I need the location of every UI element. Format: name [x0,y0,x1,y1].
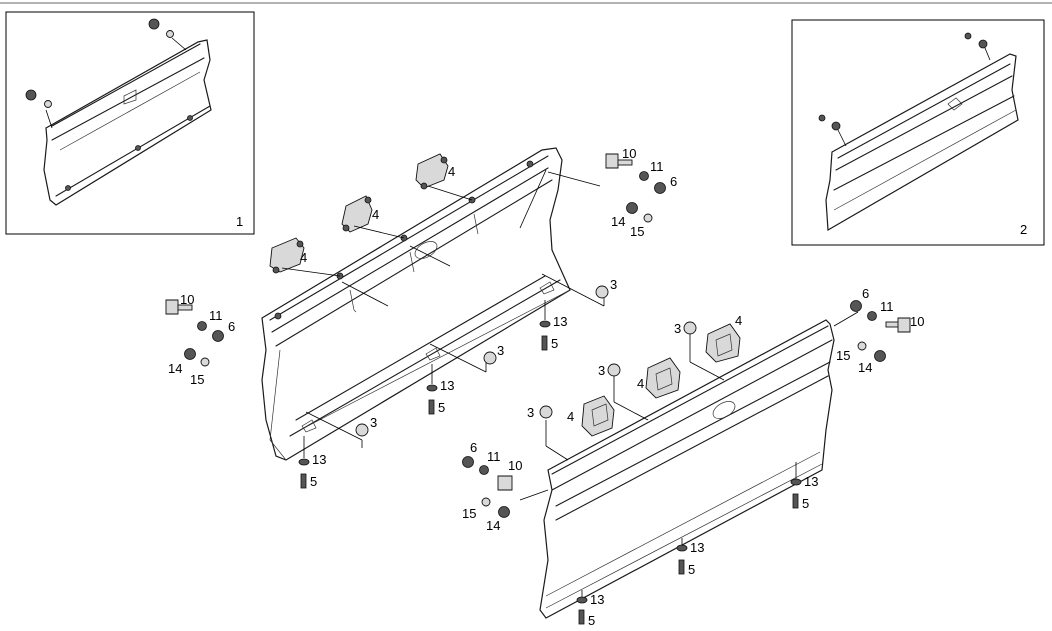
callout-4: 4 [735,313,742,328]
right-panel-front [519,311,859,619]
callout-3: 3 [598,363,605,378]
callout-6: 6 [470,440,477,455]
callout-15: 15 [836,348,850,363]
callout-6: 6 [228,319,235,334]
callout-4: 4 [300,250,307,265]
callout-10: 10 [622,146,636,161]
callout-14: 14 [611,214,625,229]
callout-6: 6 [862,286,869,301]
callout-13: 13 [590,592,604,607]
callout-6: 6 [670,174,677,189]
callout-10: 10 [910,314,924,329]
callout-15: 15 [190,372,204,387]
callout-5: 5 [588,613,595,628]
callout-3: 3 [370,415,377,430]
right-hardware [462,300,911,625]
callout-14: 14 [486,518,500,533]
left-hardware [165,153,666,489]
callout-10: 10 [508,458,522,473]
callout-4: 4 [372,207,379,222]
callout-14: 14 [858,360,872,375]
callout-5: 5 [551,336,558,351]
callout-13: 13 [553,314,567,329]
callout-13: 13 [440,378,454,393]
callout-13: 13 [312,452,326,467]
callout-3-hidden: 3 [524,408,531,423]
callout-11: 11 [487,449,501,464]
callout-11: 11 [880,299,894,314]
callout-13: 13 [690,540,704,555]
callout-labels: 3 3 3 3 3 3 3 4 4 4 4 4 4 5 5 5 5 5 5 6 … [168,146,924,628]
callout-15: 15 [462,506,476,521]
callout-15: 15 [630,224,644,239]
callout-11: 11 [209,308,223,323]
inset-2-label: 2 [1020,222,1027,237]
callout-14: 14 [168,361,182,376]
callout-5: 5 [688,562,695,577]
callout-10: 10 [180,292,194,307]
callout-3: 3 [674,321,681,336]
callout-5: 5 [310,474,317,489]
left-panel-rear [261,147,605,461]
left-brackets [269,153,473,277]
right-brackets [581,323,741,437]
callout-13: 13 [804,474,818,489]
callout-3: 3 [497,343,504,358]
callout-3: 3 [610,277,617,292]
callout-5: 5 [802,496,809,511]
callout-4: 4 [567,409,574,424]
inset-box-2: 2 [791,19,1045,246]
callout-5: 5 [438,400,445,415]
inset-1-label: 1 [236,214,243,229]
callout-4: 4 [637,376,644,391]
inset-box-1: 1 [5,11,255,235]
callout-4: 4 [448,164,455,179]
callout-3: 3 [527,405,534,420]
callout-11: 11 [650,159,664,174]
